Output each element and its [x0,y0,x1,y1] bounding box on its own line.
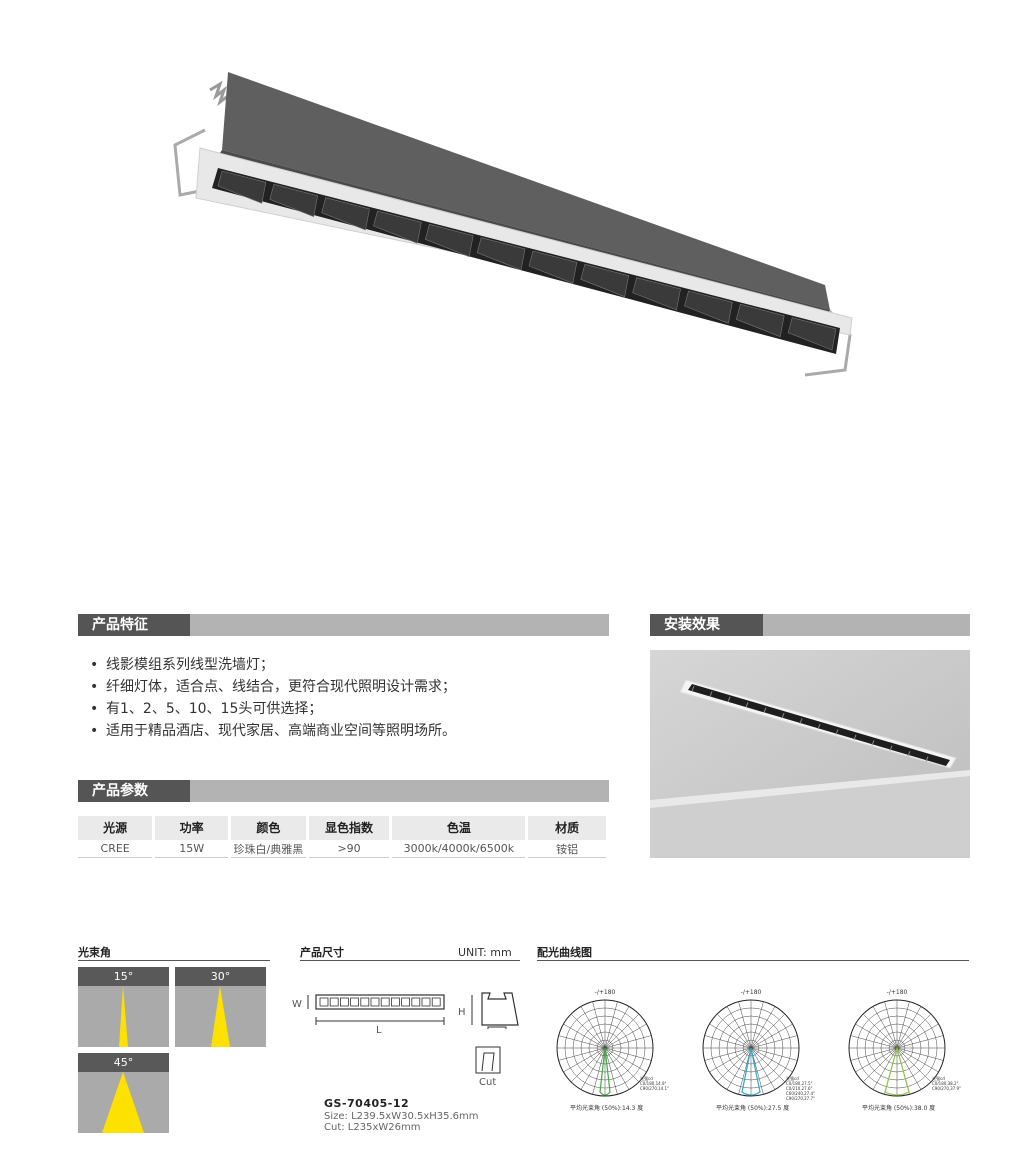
beam-angle-heading: 光束角 [78,946,111,959]
feature-item: 适用于精品酒店、现代家居、高端商业空间等照明场所。 [90,720,456,742]
params-header-cell: 材质 [526,816,609,840]
install-heading: 安装效果 [650,614,763,636]
dimension-drawing [307,992,519,1074]
params-header-cell: 色温 [390,816,529,840]
dimensions-unit: UNIT: mm [458,946,512,959]
polar-legend-item: 光强cd [932,1075,945,1081]
beam-30-label: 30° [175,967,266,986]
polar-legend-item: 光强cd [640,1075,653,1081]
polar-caption: 平均光束角 (50%):27.5 度 [716,1104,789,1112]
polar-top-label: -/+180 [741,989,762,996]
dimensions-heading: 产品尺寸 [300,946,344,959]
feature-item: 纤细灯体，适合点、线结合，更符合现代照明设计需求； [90,676,456,698]
polar-legend-item: 光强cd [786,1075,799,1081]
dim-l-label: L [376,1025,382,1036]
dim-w-label: W [292,999,302,1010]
dimensions-rule [300,960,520,961]
polar-legend-item: C0/210,27.6° [786,1086,813,1091]
beam-45-label: 45° [78,1053,169,1072]
polar-top-label: -/+180 [887,989,908,996]
polar-legend-item: C90/270,37.9° [932,1086,961,1091]
size-spec: Size: L239.5xW30.5xH35.6mm [324,1111,479,1122]
polar-legend-item: C90/270,27.7° [786,1096,815,1101]
params-value-cell: CREE [78,839,156,858]
polar-caption: 平均光束角 (50%):14.3 度 [570,1104,643,1112]
features-heading: 产品特征 [78,614,190,636]
params-value-row: CREE 15W 珍珠白/典雅黑 >90 3000k/4000k/6500k 铵… [78,839,609,858]
light-curve-heading: 配光曲线图 [537,946,592,959]
feature-item: 有1、2、5、10、15头可供选择； [90,698,456,720]
polar-legend-item: C60/240,27.4° [786,1091,815,1096]
beam-15-label: 15° [78,967,169,986]
cut-spec: Cut: L235xW26mm [324,1122,421,1133]
params-table: 光源 功率 颜色 显色指数 色温 材质 CREE 15W 珍珠白/典雅黑 >90… [78,816,609,858]
dim-h-label: H [458,1007,466,1018]
polar-top-label: -/+180 [595,989,616,996]
light-curve-rule [537,960,969,961]
polar-legend-item: C0/180,38.2° [932,1081,959,1086]
polar-caption: 平均光束角 (50%):38.0 度 [862,1104,935,1112]
product-image [173,72,853,377]
params-section-bar: 产品参数 [78,780,609,802]
polar-chart: -/+180 光强cdC0/180,27.5°C0/210,27.6°C60/24… [702,989,815,1112]
params-header-cell: 光源 [78,816,156,840]
params-value-cell: 铵铝 [526,839,609,858]
params-heading: 产品参数 [78,780,190,802]
beam-45: 45° [78,1053,169,1133]
params-header-row: 光源 功率 颜色 显色指数 色温 材质 [78,816,609,840]
feature-item: 线影模组系列线型洗墙灯； [90,654,456,676]
params-value-cell: 15W [153,839,232,858]
features-list: 线影模组系列线型洗墙灯； 纤细灯体，适合点、线结合，更符合现代照明设计需求； 有… [90,654,456,742]
polar-legend-item: C0/180,14.9° [640,1081,667,1086]
params-header-cell: 颜色 [229,816,309,840]
polar-legend-item: C90/270,14.1° [640,1086,669,1091]
params-header-cell: 功率 [153,816,232,840]
model-number: GS-70405-12 [324,1097,410,1110]
params-value-cell: 珍珠白/典雅黑 [229,839,309,858]
install-photo [650,650,970,858]
params-header-cell: 显色指数 [307,816,393,840]
features-section-bar: 产品特征 [78,614,609,636]
beam-30: 30° [175,967,266,1047]
beam-angle-rule [78,960,270,961]
beam-15: 15° [78,967,169,1047]
params-value-cell: 3000k/4000k/6500k [390,839,529,858]
polar-legend-item: C0/180,27.5° [786,1081,813,1086]
install-section-bar: 安装效果 [650,614,970,636]
params-value-cell: >90 [307,839,393,858]
dim-cut-label: Cut [479,1077,497,1088]
